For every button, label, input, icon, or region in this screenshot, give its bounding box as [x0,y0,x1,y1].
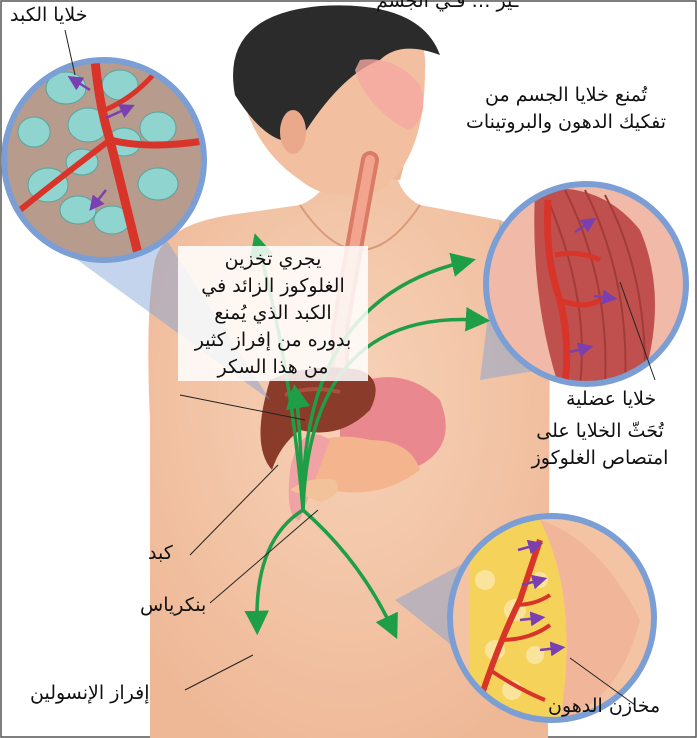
label-storage-line2: الغلوكوز الزائد في [178,273,368,300]
label-liver: كبد [148,540,173,567]
label-pancreas: بنكرياس [140,592,206,619]
label-storage-line3: الكبد الذي يُمنع [178,300,368,327]
label-muscle-cells: خلايا عضلية [566,386,656,413]
label-inhibit-breakdown: تُمنع خلايا الجسم من تفكيك الدهون والبرو… [440,82,692,136]
label-storage-line4: بدوره من إفراز كثير [178,327,368,354]
fat-stores-inset [450,516,654,720]
label-storage-line5: من هذا السكر [178,354,368,381]
label-liver-cells: خلايا الكبد [8,2,89,29]
label-fat-stores: مخازن الدهون [548,693,660,720]
label-glucose-storage: يجري تخزين الغلوكوز الزائد في الكبد الذي… [178,246,368,381]
label-absorb-line2: امتصاص الغلوكوز [510,445,690,472]
label-inhibit-line1: تُمنع خلايا الجسم من [440,82,692,109]
label-top-cut: ـيز … فـي الجسم [376,0,518,15]
muscle-cells-inset [486,184,686,390]
label-absorb-line1: تُحَثّ الخلايا على [510,418,690,445]
label-storage-line1: يجري تخزين [178,246,368,273]
label-absorb-glucose: تُحَثّ الخلايا على امتصاص الغلوكوز [510,418,690,472]
label-inhibit-line2: تفكيك الدهون والبروتينات [440,109,692,136]
label-insulin-release: إفراز الإنسولين [30,680,150,707]
